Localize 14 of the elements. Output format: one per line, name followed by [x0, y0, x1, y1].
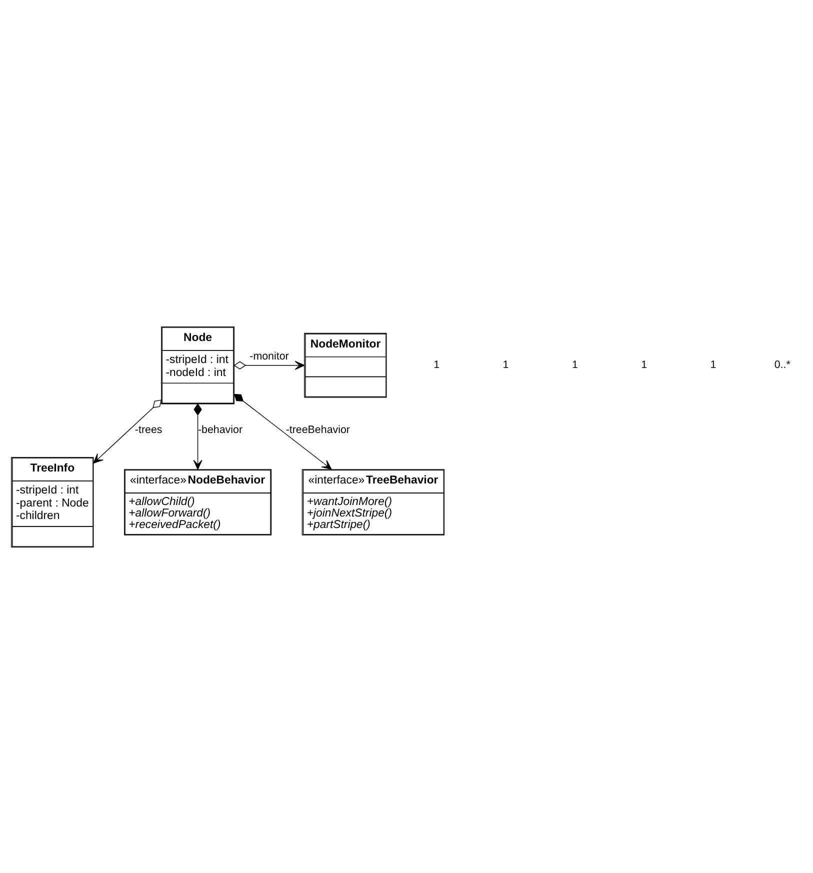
label: 1	[710, 358, 716, 370]
arrow	[234, 393, 332, 470]
edge-label: -monitor	[250, 350, 289, 362]
label: 1	[572, 358, 578, 370]
arrow	[93, 399, 162, 464]
arrow	[234, 360, 305, 370]
label: 1	[502, 358, 509, 370]
edge-label: -behavior	[198, 424, 243, 436]
arrow	[193, 402, 202, 470]
label: 0..*	[774, 358, 790, 370]
edge-label: -trees	[134, 424, 162, 436]
label: 1	[434, 358, 440, 370]
edge-label: -treeBehavior	[286, 424, 350, 436]
label: 1	[641, 358, 648, 370]
